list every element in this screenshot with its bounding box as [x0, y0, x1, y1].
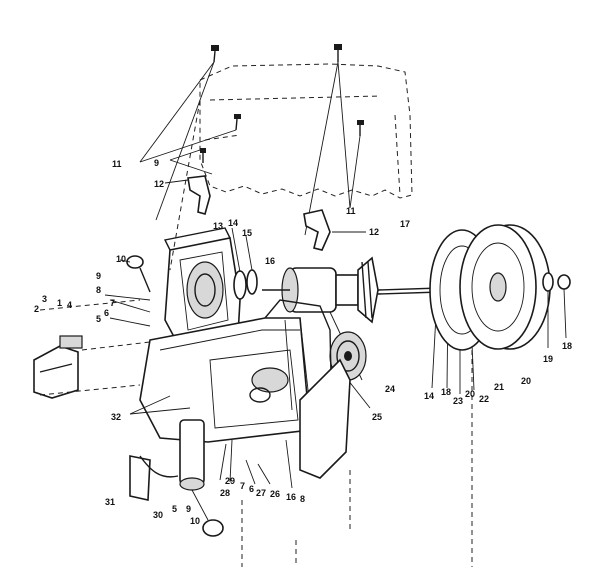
- callout-label: 25: [372, 412, 382, 422]
- bushings-14-15: [231, 227, 258, 300]
- callout-label: 1: [57, 298, 62, 308]
- callout-label: 6: [249, 484, 254, 494]
- callout-label: 15: [242, 228, 252, 238]
- axis-lines: [169, 99, 473, 567]
- callout-label: 12: [154, 179, 164, 189]
- bolt: [334, 44, 342, 62]
- callout-label: 11: [112, 159, 122, 169]
- callout-label: 21: [494, 382, 504, 392]
- bottom-leaders: [104, 294, 293, 489]
- callout-label: 31: [105, 497, 115, 507]
- bracket-12-right: [303, 209, 366, 251]
- callout-label: 9: [96, 271, 101, 281]
- callout-label: 9: [154, 158, 159, 168]
- callout-label: 17: [400, 219, 410, 229]
- callout-label: 26: [270, 489, 280, 499]
- callout-label: 4: [67, 300, 72, 310]
- callout-label: 14: [228, 218, 238, 228]
- callout-label: 3: [42, 294, 47, 304]
- callout-label: 8: [300, 494, 305, 504]
- switch-parts: [33, 299, 151, 399]
- callout-label: 27: [256, 488, 266, 498]
- callout-label: 16: [286, 492, 296, 502]
- callout-label: 13: [213, 221, 223, 231]
- callout-label: 24: [385, 384, 395, 394]
- callout-label: 22: [479, 394, 489, 404]
- callout-label: 5: [96, 314, 101, 324]
- washer-19-nut-18: [542, 272, 571, 348]
- bolts-11: [139, 44, 364, 236]
- callout-label: 18: [562, 341, 572, 351]
- base-chassis: [139, 299, 351, 479]
- callout-label: 32: [111, 412, 121, 422]
- callout-label: 20: [521, 376, 531, 386]
- callout-label: 8: [96, 285, 101, 295]
- callout-label: 10: [116, 254, 126, 264]
- callout-label: 7: [110, 298, 115, 308]
- callout-label: 9: [186, 504, 191, 514]
- callout-label: 29: [225, 476, 235, 486]
- bracket-12-left: [164, 175, 211, 215]
- callout-label: 30: [153, 510, 163, 520]
- screws-upper-left: [119, 255, 151, 293]
- callout-labels: 11 9 12 13 14 15 16 10 9 8 7 6 5 2 3 1 4…: [34, 158, 572, 526]
- callout-label: 2: [34, 304, 39, 314]
- callout-label: 5: [172, 504, 177, 514]
- bolt: [211, 45, 219, 63]
- callout-label: 14: [424, 391, 434, 401]
- pulley-20: [459, 224, 551, 350]
- callout-label: 23: [453, 396, 463, 406]
- screws-9: [169, 148, 213, 175]
- callout-label: 11: [346, 206, 356, 216]
- callout-label: 10: [190, 516, 200, 526]
- callout-label: 28: [220, 488, 230, 498]
- callout-label: 20: [465, 389, 475, 399]
- callout-label: 19: [543, 354, 553, 364]
- callout-label: 12: [369, 227, 379, 237]
- upper-housing-outline: [199, 63, 413, 199]
- callout-label: 18: [441, 387, 451, 397]
- bolt: [357, 120, 364, 136]
- lower-roller-assembly: [129, 419, 224, 537]
- bolt: [234, 114, 241, 131]
- callout-label: 7: [240, 481, 245, 491]
- callout-label: 6: [104, 308, 109, 318]
- callout-label: 16: [265, 256, 275, 266]
